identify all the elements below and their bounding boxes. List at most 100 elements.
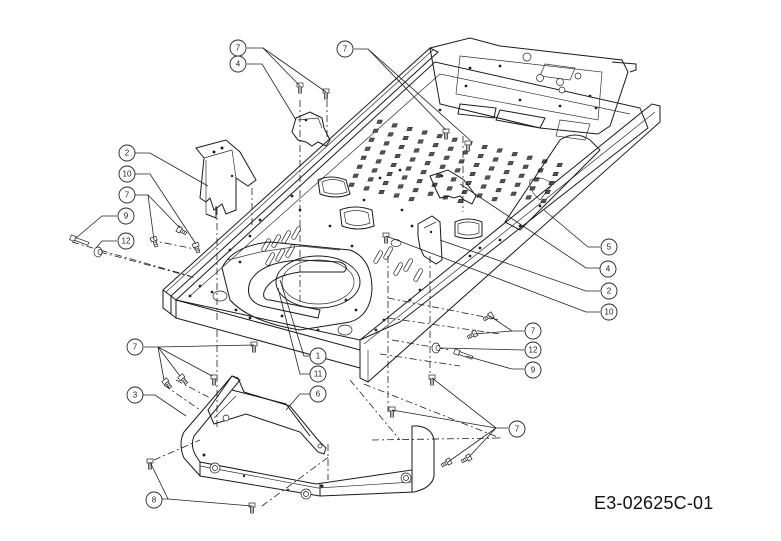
- nut: [382, 232, 390, 244]
- grid-hole: [368, 137, 375, 142]
- grid-hole: [461, 189, 468, 194]
- callout-label: 9: [531, 366, 536, 375]
- fastener-hole: [498, 64, 502, 68]
- callout-label: 6: [316, 390, 321, 399]
- grid-hole: [491, 197, 498, 202]
- vent-slot: [265, 252, 276, 266]
- callout-12: 12: [117, 232, 135, 250]
- callout-9: 9: [117, 207, 135, 225]
- grid-hole: [552, 171, 559, 176]
- fastener-hole: [518, 224, 522, 228]
- fastener-hole: [354, 308, 358, 312]
- callout-6: 6: [309, 385, 327, 403]
- screw: [466, 329, 479, 340]
- grid-hole: [363, 186, 370, 191]
- front-bumper: [180, 375, 435, 500]
- grid-hole: [356, 164, 363, 169]
- grid-hole: [401, 175, 408, 180]
- grid-hole: [507, 161, 514, 166]
- fastener-hole: [400, 208, 404, 212]
- callout-9: 9: [524, 361, 542, 379]
- screw: [161, 377, 173, 389]
- fastener-hole: [238, 260, 242, 264]
- grid-hole: [348, 182, 355, 187]
- callout-8: 8: [145, 491, 163, 509]
- grid-hole: [473, 162, 480, 167]
- fastener-hole: [228, 248, 232, 252]
- fastener-hole: [248, 234, 252, 238]
- vent-slot: [275, 248, 286, 262]
- callout-label: 7: [236, 44, 241, 53]
- callout-7: 7: [508, 420, 526, 438]
- grid-hole: [421, 130, 428, 135]
- grid-hole: [518, 173, 525, 178]
- callout-label: 1: [316, 352, 321, 361]
- grid-hole: [424, 161, 431, 166]
- fastener-hole: [328, 224, 332, 228]
- grid-hole: [481, 144, 488, 149]
- fastener-hole: [594, 106, 598, 110]
- grid-hole: [405, 166, 412, 171]
- spacer: [93, 246, 103, 258]
- callouts: 7 4 7 2 10 7 9 12 5 4 2 10 7 12 9 7 7 1 …: [117, 39, 618, 509]
- callout-label: 11: [314, 370, 323, 379]
- grid-hole: [446, 186, 453, 191]
- grid-hole: [556, 162, 563, 167]
- grid-hole: [488, 166, 495, 171]
- fastener-hole: [188, 294, 192, 298]
- vent-slot: [393, 262, 404, 276]
- screw: [482, 311, 495, 322]
- fastener-hole: [344, 298, 348, 302]
- callout-label: 12: [122, 237, 131, 246]
- vent-slot: [285, 244, 296, 258]
- callout-label: 12: [529, 346, 538, 355]
- grid-hole: [548, 180, 555, 185]
- screw: [388, 406, 396, 418]
- vent-slot: [261, 238, 272, 252]
- grid-hole: [510, 191, 517, 196]
- grid-hole: [514, 182, 521, 187]
- screw: [146, 458, 154, 470]
- callout-10: 10: [118, 165, 136, 183]
- bumper-bracket: [207, 375, 327, 455]
- fastener-hole: [362, 198, 366, 202]
- callout-1: 1: [309, 347, 327, 365]
- fastener-hole: [468, 66, 472, 70]
- grid-hole: [408, 197, 415, 202]
- vent-slot: [403, 258, 414, 272]
- vent-slot: [413, 268, 424, 282]
- grid-hole: [375, 159, 382, 164]
- fastener-hole: [378, 176, 382, 180]
- grid-hole: [503, 170, 510, 175]
- grid-hole: [469, 171, 476, 176]
- grid-floor-holes: [348, 119, 563, 203]
- callout-label: 7: [531, 327, 536, 336]
- callout-2: 2: [600, 282, 618, 300]
- grid-hole: [427, 191, 434, 196]
- grid-hole: [394, 153, 401, 158]
- grid-hole: [386, 171, 393, 176]
- vent-slot: [281, 230, 292, 244]
- grid-hole: [398, 144, 405, 149]
- callout-label: 2: [125, 149, 130, 158]
- grid-hole: [383, 141, 390, 146]
- screw: [210, 374, 218, 386]
- grid-hole: [390, 162, 397, 167]
- callout-label: 3: [133, 391, 138, 400]
- callout-7: 7: [229, 39, 247, 57]
- screw: [442, 128, 450, 140]
- fastener-hole: [316, 328, 320, 332]
- screw: [296, 82, 304, 94]
- fastener-hole: [258, 218, 262, 222]
- grid-hole: [450, 177, 457, 182]
- fastener-hole: [518, 98, 522, 102]
- grid-hole: [382, 180, 389, 185]
- screw: [464, 140, 472, 152]
- callout-5: 5: [600, 238, 618, 256]
- grid-hole: [484, 175, 491, 180]
- callout-label: 2: [607, 287, 612, 296]
- grid-hole: [352, 173, 359, 178]
- grid-hole: [420, 170, 427, 175]
- callout-label: 5: [607, 243, 612, 252]
- grid-hole: [525, 195, 532, 200]
